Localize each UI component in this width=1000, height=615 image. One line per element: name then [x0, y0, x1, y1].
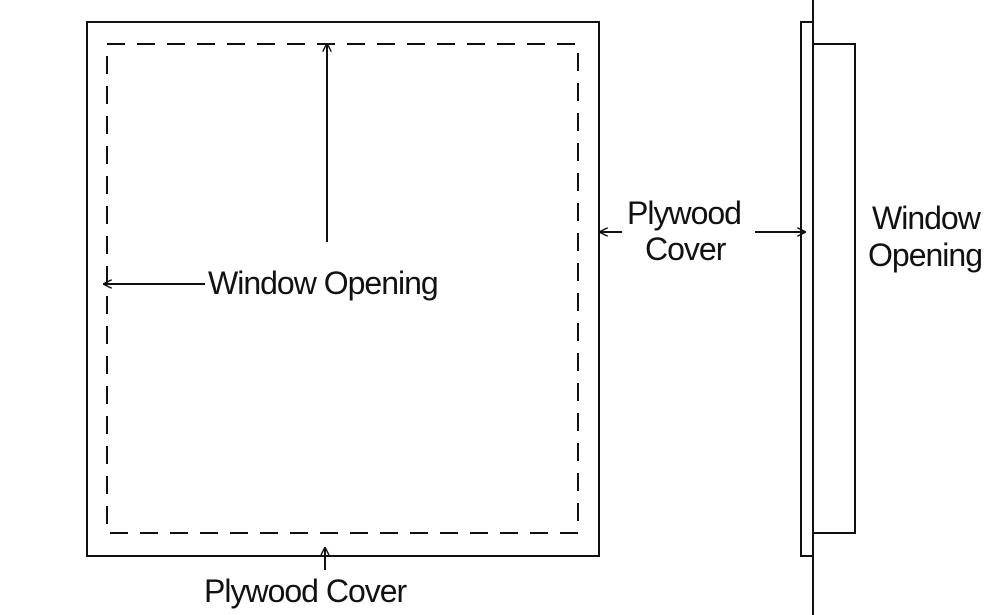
- label-backdrop: [622, 194, 755, 266]
- window-opening-section: [812, 43, 856, 534]
- plywood-cover-label: Plywood Cover: [204, 573, 408, 609]
- side-plywood-label-line2: Cover: [645, 231, 727, 267]
- plywood-cover-outline: [86, 21, 600, 557]
- plywood-sheet-section: [800, 21, 814, 557]
- side-plywood-label-line1: Plywood: [627, 195, 741, 231]
- side-window-label-line2: Opening: [868, 237, 982, 273]
- window-opening-label: Window Opening: [208, 265, 438, 301]
- side-window-label-line1: Window: [872, 200, 982, 236]
